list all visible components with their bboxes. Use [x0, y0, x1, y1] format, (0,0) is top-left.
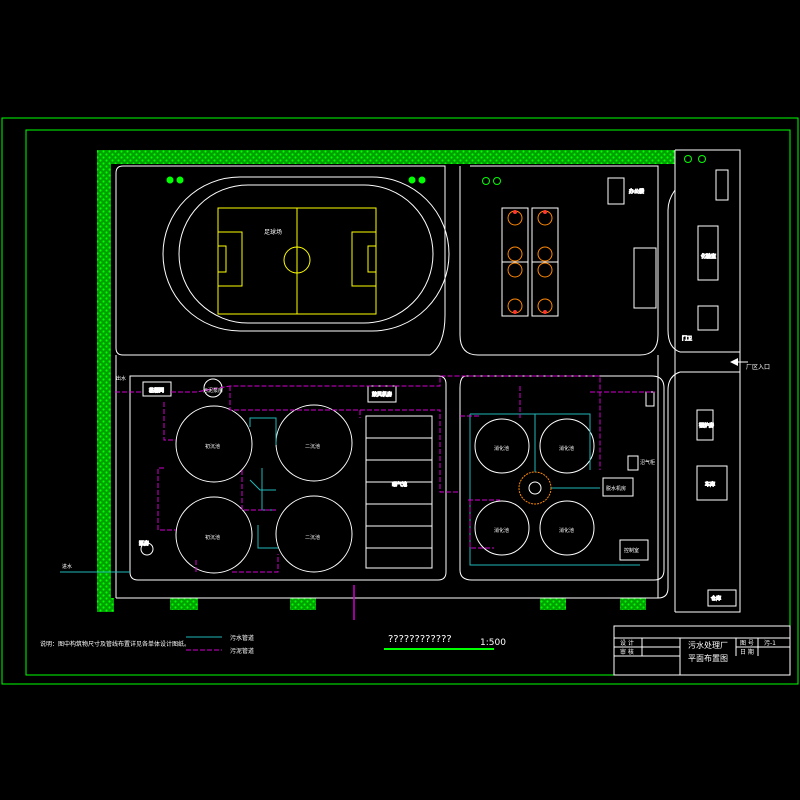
gas-label: 沼气柜: [640, 459, 655, 466]
inner-frame: [25, 129, 791, 676]
storage-label: 仓库: [711, 595, 721, 602]
tank-left-2: [275, 404, 353, 482]
legend: 污水管道 污泥管道: [186, 634, 254, 655]
sheet-no-label: 图 号: [740, 640, 754, 647]
checker-label: 审 核: [620, 648, 634, 656]
dewater-label: 脱水机房: [606, 485, 626, 492]
blower-label: 鼓风机房: [372, 391, 392, 398]
northeast-buildings: 办公楼 化验室 门卫: [607, 169, 729, 343]
outlet-label: 出水: [116, 375, 126, 382]
sports-ground: 足球场: [162, 176, 450, 332]
title-block: [613, 625, 791, 676]
aeration-label: 曝气池: [392, 481, 407, 488]
tank-right-2-label: 消化池: [559, 445, 574, 452]
scale-block: ???????????? 1:500: [384, 634, 506, 650]
right-tanks: [474, 391, 655, 561]
inlet-label: 进水: [62, 563, 72, 570]
legend-sludge-label: 污泥管道: [230, 647, 254, 655]
tree-icons: [166, 155, 706, 185]
gate: 厂区入口: [730, 358, 770, 371]
office-label: 办公楼: [629, 188, 644, 195]
tank-right-3-label: 消化池: [494, 527, 509, 534]
lab-label: 化验室: [701, 253, 716, 260]
tank-left-3-label: 初沉池: [205, 534, 220, 541]
tank-left-4-label: 二沉池: [305, 534, 320, 541]
guard-label: 门卫: [682, 335, 692, 342]
tank-right-1: [474, 418, 530, 474]
tank-right-3: [474, 500, 530, 556]
basketball-courts: [501, 207, 559, 317]
tank-right-2: [539, 418, 595, 474]
east-area: [674, 149, 741, 613]
tank-left-2-label: 二沉池: [305, 443, 320, 450]
east-lower-buildings: 锅炉房 车库 仓库: [696, 409, 737, 607]
scale-value: 1:500: [480, 638, 506, 648]
designer-label: 设 计: [620, 639, 634, 647]
control-label: 控制室: [624, 547, 639, 554]
gate-label: 厂区入口: [746, 364, 770, 371]
legend-sewage-label: 污水管道: [230, 634, 254, 642]
date-label: 日 期: [740, 648, 754, 656]
boiler-label: 锅炉房: [699, 422, 714, 429]
scale-title: ????????????: [388, 634, 452, 645]
tank-left-1-label: 初沉池: [205, 443, 220, 450]
drawing-title-line-1: 污水处理厂: [688, 640, 728, 650]
left-tanks: [175, 404, 353, 574]
garage-label: 车库: [705, 481, 715, 488]
sludge-pipes: [115, 375, 655, 573]
tank-left-4: [275, 495, 353, 573]
outer-frame: [1, 117, 799, 685]
sheet-no-value: 污-1: [764, 639, 776, 647]
tank-right-1-label: 消化池: [494, 445, 509, 452]
tank-left-3: [175, 496, 253, 574]
aeration-tank: 曝气池: [365, 415, 433, 569]
grit-label: 格栅间: [149, 387, 164, 394]
sewage-pipes: [60, 413, 640, 573]
left-small-buildings: 格栅间 鼓风机房 泵房: [139, 378, 397, 556]
tank-right-4-label: 消化池: [559, 527, 574, 534]
road-network: [115, 165, 740, 599]
sludge-label: 污泥泵房: [203, 387, 223, 394]
tank-left-1: [175, 405, 253, 483]
boundary-hedge: [97, 150, 675, 612]
tank-right-4: [539, 500, 595, 556]
field-label: 足球场: [264, 228, 282, 236]
drawing-note: 说明：图中构筑物尺寸及管线布置详见各单体设计图纸。: [40, 640, 190, 648]
drawing-title-line-2: 平面布置图: [688, 653, 728, 663]
pump-label: 泵房: [139, 540, 149, 547]
